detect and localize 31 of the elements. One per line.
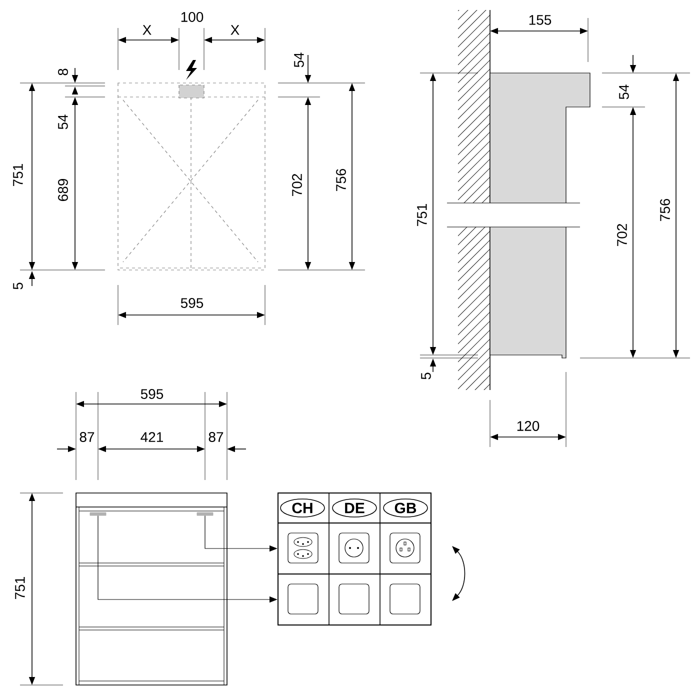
dimension-label: X [142,25,152,35]
country-label: DE [332,498,377,518]
dimension-label: 756 [660,198,670,221]
dimension-label: 751 [13,164,23,186]
dimension-label: 5 [13,282,23,290]
dimension-label: 751 [15,577,25,599]
dimension-label: 756 [336,168,346,191]
country-label: GB [383,498,428,518]
mounting-bar [196,512,214,516]
dimension-label: 5 [421,372,431,380]
dimension-label: 100 [181,12,204,22]
dimension-label: 120 [517,421,540,431]
dimension-label: 702 [617,224,627,246]
dimension-label: X [230,25,240,35]
dimension-label: 702 [292,174,302,196]
socket-row [278,574,432,626]
dimension-label: 689 [58,179,68,201]
dimension-label: 595 [180,298,204,308]
dimension-label: 54 [294,52,304,68]
dimension-label: 54 [58,114,68,130]
dimension-label: 595 [140,389,164,399]
country-label: CH [280,498,325,518]
dimension-label: 8 [58,68,68,76]
socket-row [278,522,432,574]
dimension-label: 421 [140,432,163,442]
dimension-label: 54 [619,84,629,100]
mounting-bar [90,512,106,516]
dimension-label: 87 [80,432,94,442]
dimension-label: 751 [417,204,427,226]
dimension-label: 87 [208,432,224,442]
dimension-label: 155 [529,15,552,25]
